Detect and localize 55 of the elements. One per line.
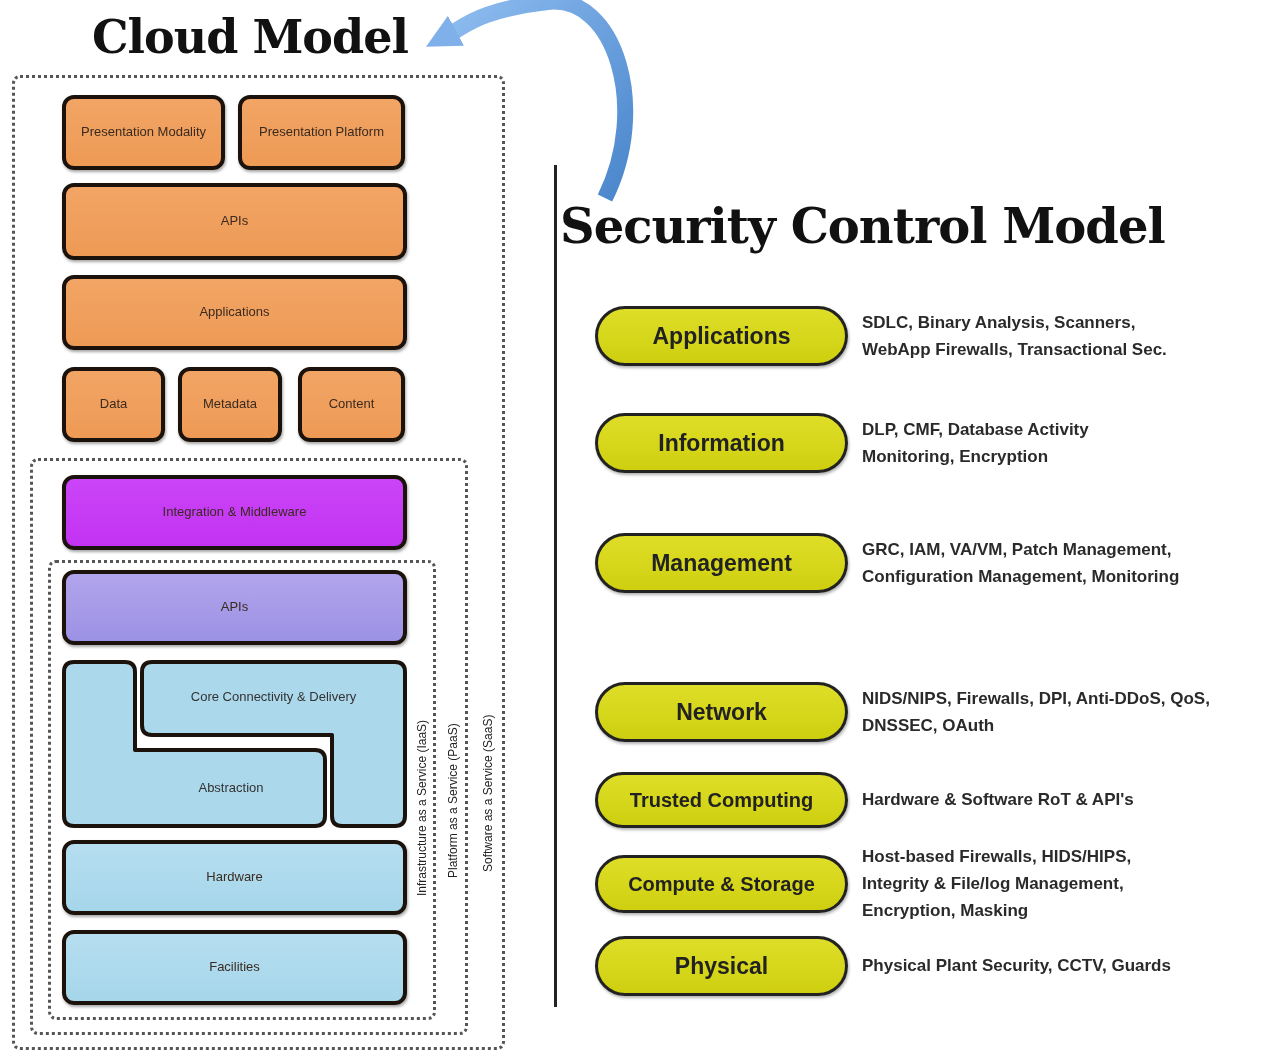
pill-label-box — [595, 855, 848, 913]
block-label: Presentation Platform — [259, 124, 384, 141]
control-description: Hardware & Software RoT & API's — [862, 789, 1135, 812]
pill-label-box — [595, 772, 848, 828]
pill-text: Applications — [652, 322, 791, 350]
block-label: Content — [328, 396, 375, 413]
layer-block — [62, 95, 225, 170]
layer-block — [62, 183, 407, 260]
control-description: DLP, CMF, Database Activity Monitoring, Encryption — [862, 418, 1090, 468]
block-label: Hardware — [206, 869, 263, 886]
layer-block — [178, 367, 282, 442]
layer-block — [298, 367, 405, 442]
control-description: Physical Plant Security, CCTV, Guards — [862, 955, 1172, 978]
block-label: Metadata — [202, 396, 258, 413]
pill-text: Network — [676, 698, 767, 726]
pill-label-box — [595, 533, 848, 593]
block-label: Integration & Middleware — [162, 504, 307, 521]
pill-text: Information — [658, 429, 785, 457]
vertical-label: Platform as a Service (PaaS) — [446, 722, 460, 881]
layer-block — [238, 95, 405, 170]
pill-text: Physical — [674, 952, 769, 980]
block-label: Applications — [199, 304, 270, 321]
pill-label-box — [595, 413, 848, 473]
dotted-group-frame — [48, 560, 436, 1020]
control-description: Host-based Firewalls, HIDS/HIPS, Integrity & File/log Management, Encryption, Masking — [862, 846, 1133, 923]
block-label: Core Connectivity & Delivery — [189, 688, 358, 704]
layer-block — [62, 570, 407, 645]
control-description: GRC, IAM, VA/VM, Patch Management, Configuration Management, Monitoring — [862, 538, 1181, 588]
l-shaped-block — [140, 660, 407, 828]
block-label: Abstraction — [197, 780, 265, 795]
layer-block — [62, 275, 407, 350]
pill-label-box — [595, 682, 848, 742]
block-label: Presentation Modality — [81, 124, 206, 141]
heading: Security Control Model — [560, 200, 1200, 260]
pill-label-box — [595, 306, 848, 366]
block-label: APIs — [220, 213, 249, 230]
layer-block — [62, 840, 407, 915]
pill-text: Compute & Storage — [628, 872, 815, 896]
heading: Cloud Model — [92, 12, 432, 64]
dotted-group-frame — [12, 75, 505, 1050]
block-label: Data — [99, 396, 128, 413]
layer-block — [62, 475, 407, 550]
control-description: SDLC, Binary Analysis, Scanners, WebApp Firewalls, Transactional Sec. — [862, 311, 1168, 361]
vertical-label: Software as a Service (SaaS) — [481, 713, 495, 874]
control-description: NIDS/NIPS, Firewalls, DPI, Anti-DDoS, QoS, DNSSEC, OAuth — [862, 687, 1211, 737]
block-label: APIs — [220, 599, 249, 616]
pill-text: Management — [651, 549, 792, 577]
layer-block — [62, 367, 165, 442]
pill-text: Trusted Computing — [629, 788, 814, 812]
layer-block — [62, 930, 407, 1005]
vertical-label: Infrastructure as a Service (IaaS) — [415, 718, 429, 899]
pill-label-box — [595, 936, 848, 996]
curved-arrow — [426, 0, 634, 202]
dotted-group-frame — [30, 458, 468, 1035]
block-label: Facilities — [209, 959, 260, 976]
